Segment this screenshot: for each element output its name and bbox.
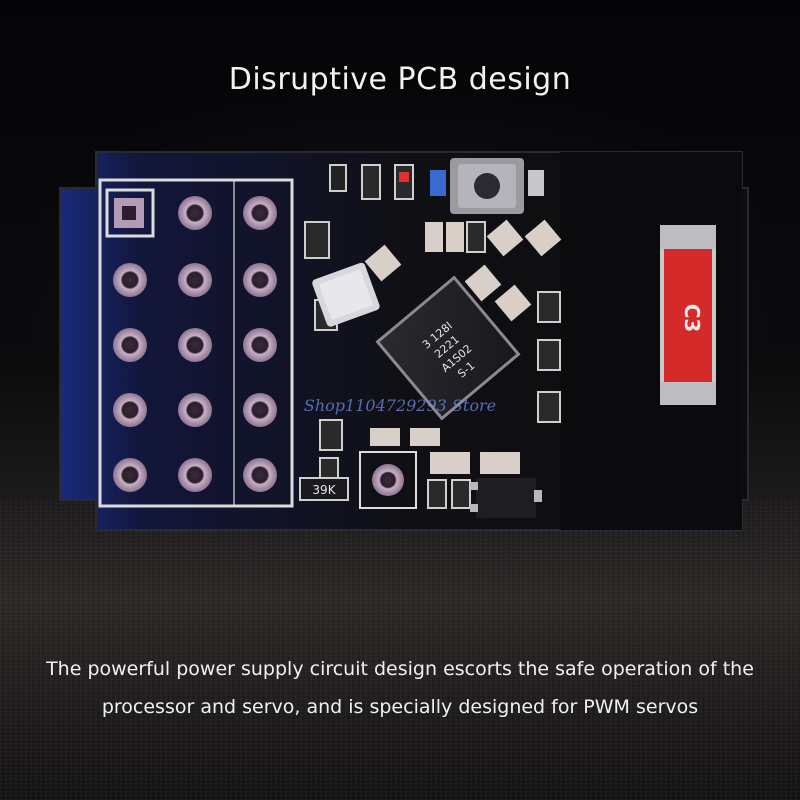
- header-pad: [178, 393, 212, 427]
- header-pads: [113, 196, 277, 492]
- page-title: Disruptive PCB design: [228, 62, 572, 97]
- header-pad: [243, 196, 277, 230]
- header-pad: [178, 458, 212, 492]
- header-pad: [178, 328, 212, 362]
- header-pad: [113, 328, 147, 362]
- caption: The powerful power supply circuit design…: [30, 650, 770, 726]
- floor-surface: [0, 500, 800, 800]
- resistor-39k: 39K: [299, 477, 349, 501]
- store-watermark: Shop1104729293 Store: [304, 396, 496, 415]
- header-pad: [243, 458, 277, 492]
- header-pad: [243, 328, 277, 362]
- header-pad: [243, 263, 277, 297]
- test-pad: [372, 464, 404, 496]
- caption-line-1: The powerful power supply circuit design…: [46, 658, 754, 680]
- header-outline: [98, 178, 294, 508]
- resistor-label: 39K: [312, 483, 336, 497]
- smd-components: [304, 164, 562, 509]
- header-pad: [113, 263, 147, 297]
- crystal-oscillator: YL520 aYf0g: [312, 262, 380, 327]
- header-pad: [113, 458, 147, 492]
- capacitor-label: C3: [680, 304, 704, 333]
- tactile-switch: [430, 158, 544, 214]
- test-pad-outline: [359, 451, 417, 509]
- header-pad: [178, 196, 212, 230]
- capacitor-c3: C3: [660, 225, 716, 405]
- pin-1-square-pad: [105, 188, 155, 238]
- caption-line-2: processor and servo, and is specially de…: [101, 696, 699, 718]
- transistor: [470, 478, 542, 518]
- header-pad: [178, 263, 212, 297]
- microcontroller-chip: 3 128I 2221 A1S02 S-1: [375, 275, 521, 421]
- header-pad: [113, 393, 147, 427]
- header-pad: [243, 393, 277, 427]
